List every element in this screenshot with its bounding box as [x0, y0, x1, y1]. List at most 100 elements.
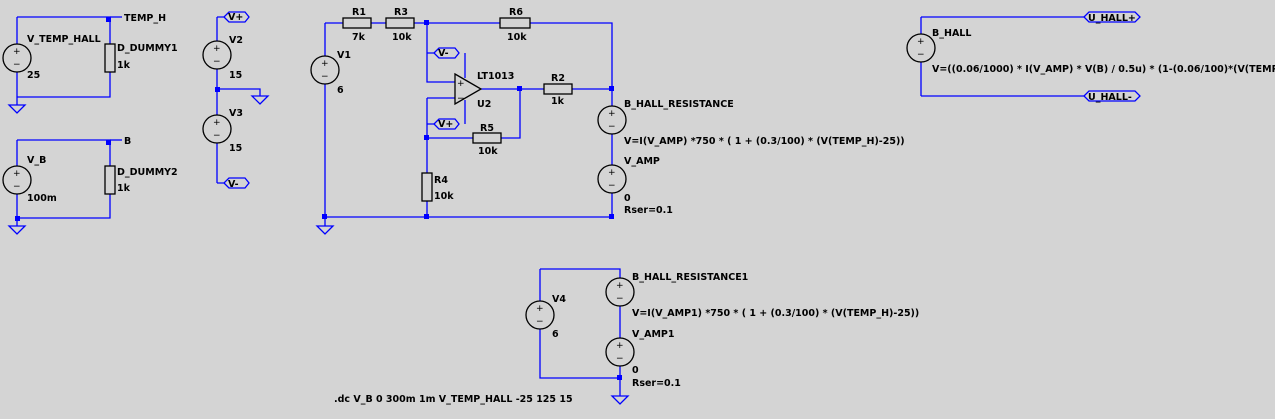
v3-value: 15	[229, 143, 242, 154]
v4-label: V4	[552, 294, 566, 305]
temp-hall-circuit: + − V_TEMP_HALL 25 D_DUMMY1 1k TEMP_H	[2, 13, 178, 114]
noninv-sign: +	[457, 79, 465, 89]
v-amp1-value: 0	[632, 365, 639, 376]
d-dummy1-resistor[interactable]	[104, 43, 116, 73]
opamp-out-junction	[517, 86, 522, 91]
b-hall-source[interactable]: + −	[906, 33, 936, 63]
v1-ground-junction	[322, 214, 327, 219]
r3-resistor[interactable]	[385, 17, 415, 29]
v2-label: V2	[229, 35, 243, 46]
net-flag-vplus: V+	[217, 11, 250, 23]
vamp1-bottom-junction	[617, 375, 622, 380]
plus-sign: +	[616, 281, 624, 291]
net-flag-u-hall-plus: U_HALL+	[1083, 11, 1141, 24]
v-amp-rser: Rser=0.1	[624, 205, 673, 216]
net-flag-opamp-vminus: V-	[433, 47, 460, 59]
v-temp-hall-label: V_TEMP_HALL	[27, 34, 101, 45]
supply-mid-junction	[215, 87, 220, 92]
r5-resistor[interactable]	[472, 132, 502, 144]
u-hall-minus-label: U_HALL-	[1088, 92, 1132, 103]
inv-junction	[424, 135, 429, 140]
r2-value: 1k	[551, 96, 565, 107]
plus-sign: +	[13, 169, 21, 179]
ground-symbol	[7, 225, 27, 235]
r4-label: R4	[434, 175, 448, 186]
r6-label: R6	[509, 7, 523, 18]
minus-sign: −	[213, 131, 221, 141]
minus-sign: −	[608, 181, 616, 191]
spice-directive[interactable]: .dc V_B 0 300m 1m V_TEMP_HALL -25 125 15	[334, 394, 573, 405]
u-hall-plus-label: U_HALL+	[1088, 13, 1136, 24]
plus-sign: +	[608, 109, 616, 119]
v-b-value: 100m	[27, 193, 57, 204]
b-hall-resistance-source[interactable]: + −	[597, 105, 627, 135]
hall-resistance1-circuit: + − + − + − V4 6 B_HALL_RESISTANCE1 V=I(…	[525, 268, 919, 405]
r1-value: 7k	[352, 32, 366, 43]
d-dummy2-label: D_DUMMY2	[117, 167, 178, 178]
v-amp-label: V_AMP	[624, 156, 660, 167]
b-field-circuit: + − V_B 100m D_DUMMY2 1k B	[2, 136, 178, 235]
ground-symbol	[250, 95, 270, 105]
temp-h-junction	[106, 17, 111, 22]
plus-sign: +	[213, 44, 221, 54]
r2-label: R2	[551, 73, 565, 84]
v-amp-source[interactable]: + −	[597, 164, 627, 194]
ground-symbol	[610, 395, 630, 405]
b-hall-resistance-expr: V=I(V_AMP) *750 * ( 1 + (0.3/100) * (V(T…	[624, 136, 905, 147]
v1-source[interactable]: + −	[310, 55, 340, 85]
r5-value: 10k	[478, 146, 498, 157]
op-vplus-label: V+	[438, 119, 453, 130]
minus-sign: −	[321, 72, 329, 82]
ground-symbol	[315, 225, 335, 235]
plus-sign: +	[917, 37, 925, 47]
minus-sign: −	[616, 354, 624, 364]
plus-sign: +	[213, 118, 221, 128]
r6-resistor[interactable]	[499, 17, 531, 29]
d-dummy1-label: D_DUMMY1	[117, 43, 178, 54]
vplus-flag-label: V+	[228, 12, 243, 23]
r4-value: 10k	[434, 191, 454, 202]
v-amp-value: 0	[624, 193, 631, 204]
net-temp-h-label: TEMP_H	[124, 13, 166, 24]
r6-value: 10k	[507, 32, 527, 43]
v3-source[interactable]: + −	[202, 114, 232, 144]
r4-resistor[interactable]	[421, 172, 433, 202]
v1-label: V1	[337, 50, 351, 61]
d-dummy1-value: 1k	[117, 60, 131, 71]
v-amp1-label: V_AMP1	[632, 329, 674, 340]
v2-source[interactable]: + −	[202, 40, 232, 70]
b-hall-resistance1-source[interactable]: + −	[605, 277, 635, 307]
opamp-ref-label: U2	[477, 99, 491, 110]
minus-sign: −	[917, 50, 925, 60]
r1-resistor[interactable]	[342, 17, 372, 29]
b-hall-resistance1-expr: V=I(V_AMP1) *750 * ( 1 + (0.3/100) * (V(…	[632, 308, 919, 319]
v-temp-hall-source[interactable]: + −	[2, 43, 32, 73]
opamp-symbol[interactable]: + −	[454, 72, 483, 106]
r2-resistor[interactable]	[543, 83, 573, 95]
v4-value: 6	[552, 329, 559, 340]
opamp-model-label: LT1013	[477, 71, 514, 82]
plus-sign: +	[536, 304, 544, 314]
vamp-bottom-junction	[609, 214, 614, 219]
b-hall-expr: V=((0.06/1000) * I(V_AMP) * V(B) / 0.5u)…	[932, 64, 1275, 75]
v-temp-hall-value: 25	[27, 70, 40, 81]
r5-label: R5	[480, 123, 494, 134]
v-b-label: V_B	[27, 155, 46, 166]
minus-sign: −	[13, 60, 21, 70]
r4-ground-junction	[424, 214, 429, 219]
b-junction	[106, 140, 111, 145]
b-hall-label: B_HALL	[932, 28, 971, 39]
net-b-label: B	[124, 136, 131, 147]
v-amp1-source[interactable]: + −	[605, 337, 635, 367]
r2-out-junction	[609, 86, 614, 91]
v1-value: 6	[337, 85, 344, 96]
r3-value: 10k	[392, 32, 412, 43]
v4-source[interactable]: + −	[525, 300, 555, 330]
opamp-circuit: + − + − V- V+ + − + −	[310, 7, 905, 235]
vminus-flag-label: V-	[228, 179, 239, 190]
d-dummy2-resistor[interactable]	[104, 165, 116, 195]
r3-label: R3	[394, 7, 408, 18]
op-vminus-label: V-	[438, 48, 449, 59]
v-b-source[interactable]: + −	[2, 165, 32, 195]
